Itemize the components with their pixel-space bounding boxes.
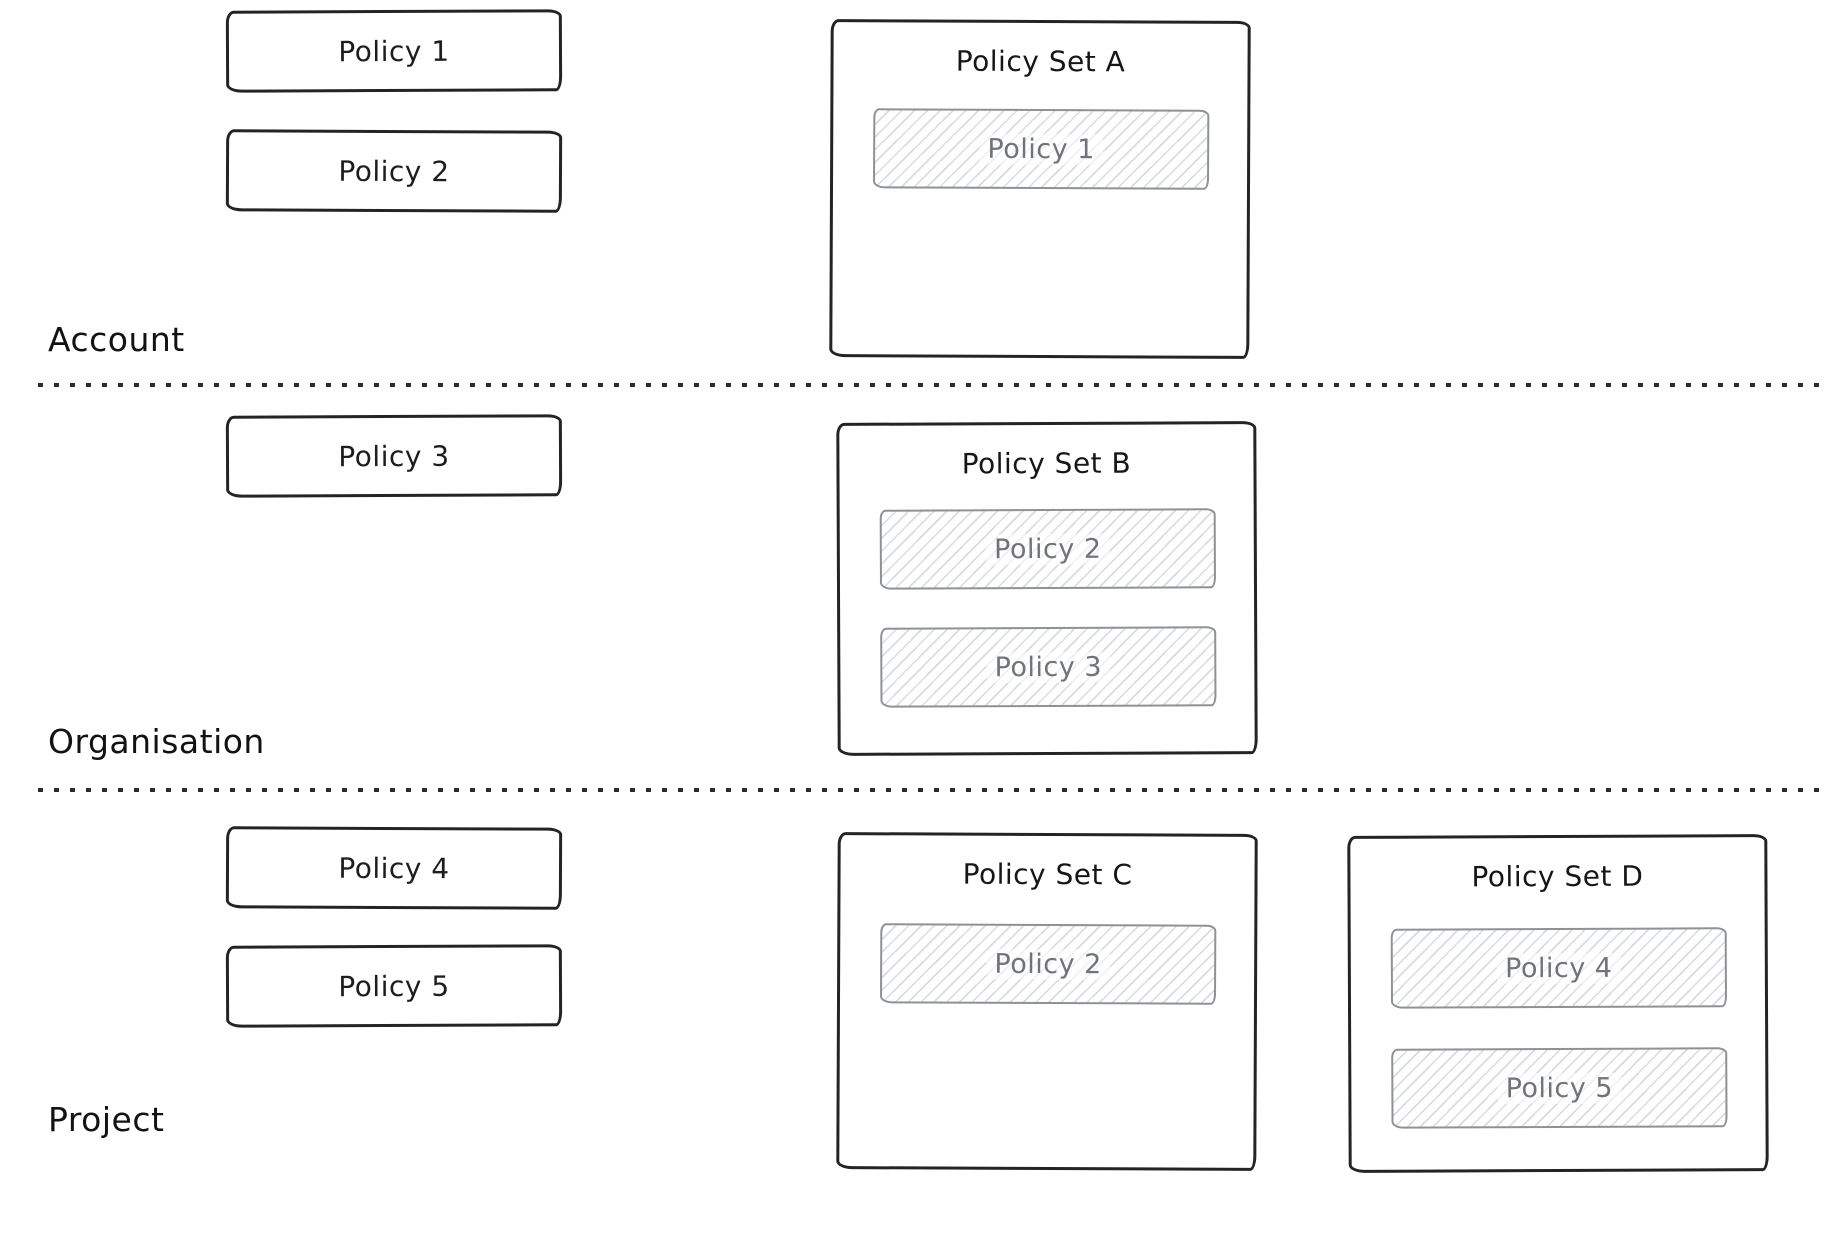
section-label-organisation: Organisation (48, 722, 265, 761)
policy-box-policy-3: Policy 3 (225, 414, 563, 498)
policy-set-title: Policy Set D (1471, 859, 1644, 894)
policy-set-member-label: Policy 4 (1497, 952, 1621, 984)
section-label-project: Project (48, 1100, 165, 1139)
policy-set-c: Policy Set C Policy 2 (836, 832, 1258, 1171)
policy-set-member-policy-1: Policy 1 (873, 108, 1210, 190)
policy-box-policy-1: Policy 1 (225, 9, 563, 93)
section-divider-organisation-project (38, 788, 1826, 792)
policy-set-member-label: Policy 5 (1497, 1072, 1622, 1104)
policy-box-label: Policy 4 (338, 851, 450, 885)
policy-box-policy-5: Policy 5 (225, 944, 563, 1028)
policy-set-member-label: Policy 2 (986, 948, 1110, 980)
policy-box-label: Policy 1 (338, 34, 450, 68)
policy-set-title: Policy Set A (955, 44, 1126, 79)
section-label-account: Account (48, 320, 185, 359)
policy-set-a: Policy Set A Policy 1 (829, 19, 1251, 359)
policy-set-member-policy-2: Policy 2 (879, 508, 1217, 590)
policy-set-b: Policy Set B Policy 2 Policy 3 (836, 421, 1258, 756)
policy-set-title: Policy Set C (962, 857, 1133, 892)
policy-box-policy-2: Policy 2 (225, 129, 563, 213)
policy-set-member-policy-4: Policy 4 (1390, 927, 1728, 1009)
policy-set-member-label: Policy 1 (979, 133, 1103, 165)
policy-set-title: Policy Set B (961, 446, 1132, 481)
section-divider-account-organisation (38, 383, 1826, 387)
policy-set-d: Policy Set D Policy 4 Policy 5 (1347, 834, 1769, 1173)
policy-set-member-policy-5: Policy 5 (1391, 1047, 1728, 1129)
policy-box-label: Policy 5 (338, 969, 450, 1003)
policy-set-member-label: Policy 3 (986, 651, 1111, 683)
policy-box-label: Policy 3 (338, 439, 450, 473)
policy-box-label: Policy 2 (338, 154, 450, 188)
policy-set-member-policy-3: Policy 3 (880, 626, 1217, 708)
policy-set-member-policy-2: Policy 2 (879, 923, 1217, 1005)
policy-set-member-label: Policy 2 (986, 533, 1110, 565)
policy-box-policy-4: Policy 4 (225, 826, 563, 910)
